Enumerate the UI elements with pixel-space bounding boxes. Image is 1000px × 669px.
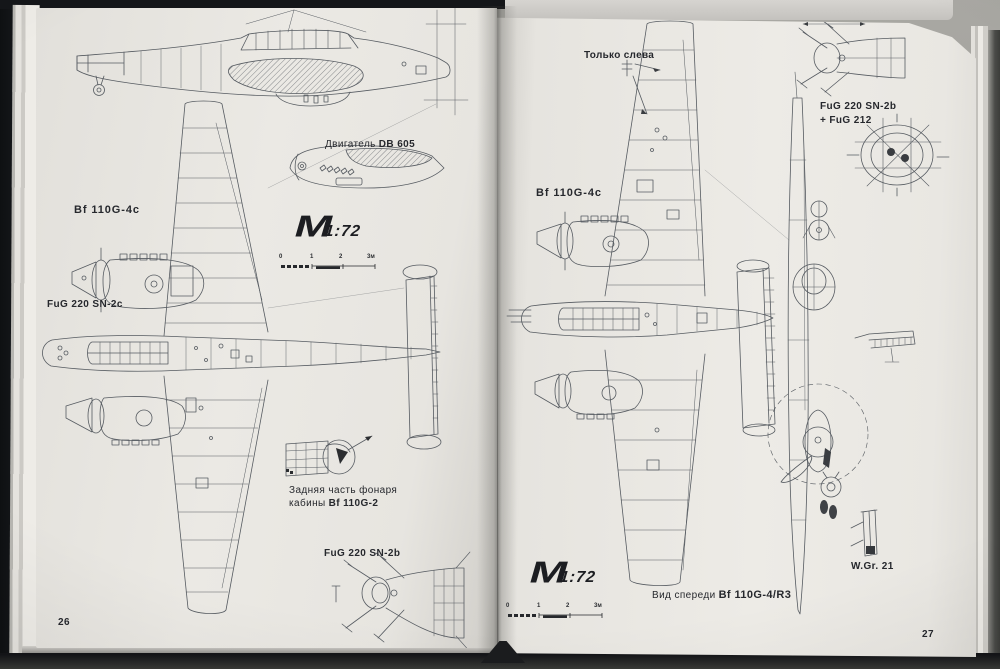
top-page-stack-edge <box>505 0 953 20</box>
plan-view-drawing <box>506 20 790 586</box>
radar-front-drawing <box>846 113 950 197</box>
scale-logo-left: M 1:72 <box>291 209 362 243</box>
canopy-detail-drawing <box>285 435 373 477</box>
scale-bar-graphic <box>281 264 376 269</box>
left-page-drawings <box>42 8 471 648</box>
front-view-caption-prefix: Вид спереди <box>652 590 716 601</box>
note-symbol <box>621 59 661 115</box>
radar-caption-line2: + FuG 212 <box>820 115 872 126</box>
scale-tick: 2 <box>566 603 570 609</box>
book-cover-right-edge <box>987 30 1000 669</box>
page-number-right: 27 <box>922 629 935 640</box>
label-radar-caption: FuG 220 SN-2b + FuG 212 <box>820 100 896 128</box>
bottom-page-stack-edge <box>22 646 494 654</box>
scale-tick: 3м <box>594 603 602 609</box>
rocket-launcher-drawing <box>850 509 878 557</box>
engine-caption-prefix: Двигатель <box>325 139 376 150</box>
label-variant-right: Bf 110G-4c <box>536 187 602 199</box>
front-view-drawing <box>767 71 916 615</box>
plan-view-drawing <box>42 100 442 614</box>
scale-tick: 3м <box>367 254 375 260</box>
logo-ratio: 1:72 <box>323 222 362 240</box>
scale-bar-left: 0 1 2 3м <box>279 254 379 272</box>
radar-nose-drawing <box>331 551 471 648</box>
label-variant-left: Bf 110G-4c <box>74 204 140 216</box>
right-page-drawings <box>506 20 950 615</box>
label-note: Только слева <box>584 50 655 61</box>
scale-tick: 1 <box>537 603 541 609</box>
engine-detail-drawing <box>289 145 445 189</box>
book-cover-top-edge <box>0 0 512 9</box>
logo-ratio: 1:72 <box>558 568 597 586</box>
label-radar-bottom: FuG 220 SN-2b <box>324 548 401 559</box>
canopy-caption-line2-bold: Bf 110G-2 <box>328 498 379 509</box>
front-view-caption-bold: Bf 110G-4/R3 <box>718 589 792 601</box>
canopy-caption-line2-prefix: кабины <box>289 498 326 509</box>
engine-caption-bold: DB 605 <box>378 139 416 150</box>
radar-nose-top-drawing <box>796 20 906 97</box>
right-page: Только слева Bf 110G-4c FuG 220 SN-2b + … <box>497 17 976 657</box>
label-rocket: W.Gr. 21 <box>851 561 894 572</box>
scale-logo-right: M 1:72 <box>526 555 597 589</box>
scale-tick: 1 <box>310 254 314 260</box>
scale-tick: 0 <box>506 603 510 609</box>
scale-tick: 0 <box>279 254 283 260</box>
label-radar-top: FuG 220 SN-2c <box>47 299 123 310</box>
scale-bar-graphic <box>508 613 603 618</box>
scale-bar-right: 0 1 2 3м <box>506 603 606 621</box>
page-number-left: 26 <box>58 617 71 628</box>
scale-tick: 2 <box>339 254 343 260</box>
canopy-caption-line1: Задняя часть фонаря <box>289 485 398 496</box>
side-view-drawing <box>76 8 469 116</box>
radar-caption-line1: FuG 220 SN-2b <box>820 101 897 112</box>
